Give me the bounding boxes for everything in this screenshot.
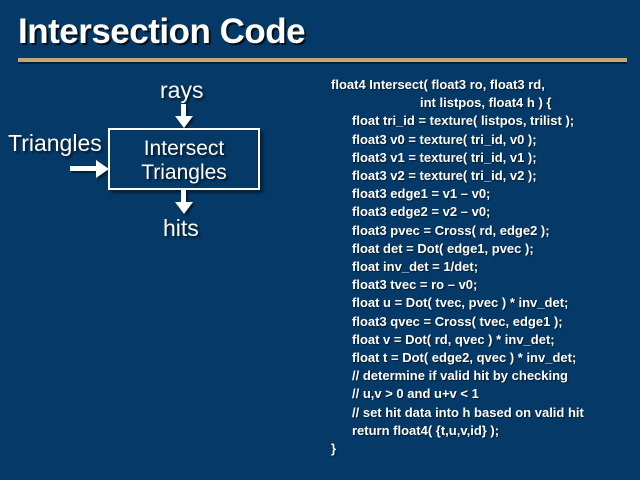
code-line: return float4( {t,u,v,id} );: [352, 422, 500, 438]
code-line: float det = Dot( edge1, pvec );: [352, 240, 534, 256]
diagram-input-rays-label: rays: [160, 77, 204, 103]
code-line: float4 Intersect( float3 ro, float3 rd,: [331, 77, 545, 92]
process-box-label: Intersect Triangles: [110, 137, 258, 185]
code-line: float3 qvec = Cross( tvec, edge1 );: [352, 313, 563, 329]
code-line: int listpos, float4 h ) {: [420, 95, 552, 111]
diagram-output-hits-label: hits: [163, 215, 199, 241]
arrow-right-icon-triangles-into-box: [70, 160, 110, 178]
title-divider: [18, 58, 627, 62]
code-line: float inv_det = 1/det;: [352, 259, 479, 275]
code-line: // set hit data into h based on valid hi…: [352, 404, 584, 420]
code-line: float3 edge1 = v1 – v0;: [352, 186, 491, 202]
code-line: // u,v > 0 and u+v < 1: [352, 386, 479, 402]
dataflow-diagram: rays Triangles Intersect Triangles hits: [0, 70, 320, 250]
code-line: float tri_id = texture( listpos, trilist…: [352, 113, 575, 129]
code-line: float t = Dot( edge2, qvec ) * inv_det;: [352, 350, 577, 366]
code-listing: float4 Intersect( float3 ro, float3 rd, i…: [331, 76, 631, 458]
code-line: float3 v0 = texture( tri_id, v0 );: [352, 131, 537, 147]
page-title: Intersection Code: [18, 12, 306, 51]
code-line: float u = Dot( tvec, pvec ) * inv_det;: [352, 295, 569, 311]
process-box-label-line2: Triangles: [141, 161, 227, 184]
diagram-input-triangles-label: Triangles: [8, 130, 102, 156]
code-line: float3 edge2 = v2 – v0;: [352, 204, 491, 220]
code-line: float3 pvec = Cross( rd, edge2 );: [352, 222, 550, 238]
code-line: }: [331, 441, 337, 457]
process-box-intersect-triangles: Intersect Triangles: [108, 128, 260, 190]
code-line: float v = Dot( rd, qvec ) * inv_det;: [352, 331, 555, 347]
code-line: // determine if valid hit by checking: [352, 368, 568, 384]
code-line: float3 v2 = texture( tri_id, v2 );: [352, 168, 537, 184]
code-line: float3 v1 = texture( tri_id, v1 );: [352, 149, 537, 165]
code-line: float3 tvec = ro – v0;: [352, 277, 478, 293]
process-box-label-line1: Intersect: [143, 137, 225, 160]
